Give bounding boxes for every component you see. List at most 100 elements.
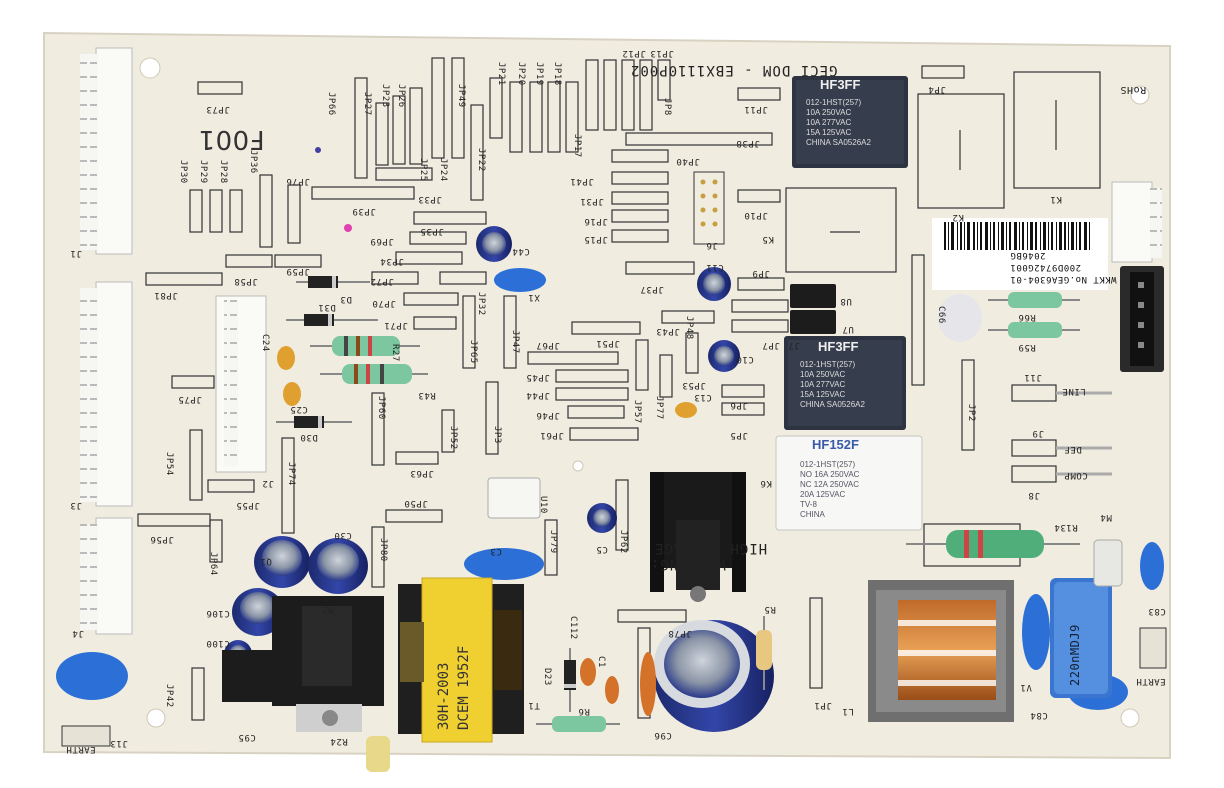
silk-jp67: JP67 (536, 340, 560, 350)
silk-jp26: JP26 (396, 84, 406, 108)
silk-jp78: JP78 (668, 628, 692, 638)
silk-m4: M4 (1100, 512, 1112, 522)
silk-jp75: JP75 (178, 394, 202, 404)
connector-j2 (215, 295, 267, 473)
silk-jp69: JP69 (370, 236, 394, 246)
silk-c100: C100 (206, 638, 230, 648)
edge-label-comp-2: COMP (1064, 470, 1088, 480)
optocouplers (790, 284, 836, 334)
silk-v1: V1 (1020, 682, 1032, 692)
silk-jp9: JP9 (752, 268, 770, 278)
silk-r27: R27 (390, 344, 400, 362)
earth-terminals (61, 627, 1167, 747)
thermistor (366, 736, 390, 772)
silk-jp29: JP29 (198, 160, 208, 184)
edge-terminals (1011, 384, 1112, 483)
silk-jp79: JP79 (548, 530, 558, 554)
silk-c1: C1 (596, 656, 606, 668)
choke-l1 (868, 580, 1014, 722)
silk-m2: M2 (322, 604, 334, 614)
silk-t1: T1 (528, 700, 540, 710)
transformer-t1 (398, 577, 524, 743)
sticker-line3: 2046BG (1010, 250, 1046, 260)
silk-jp35: JP35 (420, 226, 444, 236)
white-varistor (938, 294, 982, 342)
silk-u7: U7 (842, 324, 854, 334)
small-electrolytic-caps (224, 226, 740, 668)
silk-j11: J11 (1024, 372, 1042, 382)
barcode-sticker (932, 218, 1108, 290)
silk-jp8: JP8 (662, 98, 672, 116)
silk-j9: J9 (1032, 428, 1044, 438)
connector-right-white (1111, 181, 1162, 263)
silk-j6: J6 (706, 240, 718, 250)
silk-jp31: JP31 (580, 196, 604, 206)
silk-jp71: JP71 (384, 320, 408, 330)
silk-jp65: JP65 (468, 340, 478, 364)
connector-j3 (80, 281, 133, 507)
silk-j3: J3 (70, 500, 82, 510)
warning-label: WARNING: (650, 556, 726, 572)
silk-j2: J2 (262, 478, 274, 488)
silk-c83: C83 (1148, 606, 1166, 616)
silk-j8: J8 (1028, 490, 1040, 500)
silk-j7: J7 (788, 340, 800, 350)
medium-electrolytic-caps (232, 536, 368, 636)
silk-jp18: JP18 (552, 62, 562, 86)
silk-jp60: JP60 (376, 396, 386, 420)
rohs-mark: RoHS (1120, 84, 1147, 95)
silk-jp34: JP34 (380, 256, 404, 266)
silk-u8: U8 (840, 296, 852, 306)
relay-top (792, 76, 908, 168)
silk-jp5: JP5 (730, 430, 748, 440)
silk-d3: D3 (340, 294, 352, 304)
header-j6 (693, 171, 725, 245)
edge-label-line-0: LINE (1062, 386, 1086, 396)
silk-jp6: JP6 (730, 400, 748, 410)
fuse-m4 (1093, 539, 1123, 587)
silk-jp45: JP45 (526, 372, 550, 382)
silk-r24: R24 (330, 736, 348, 746)
edge-label-earth-3: EARTH (66, 744, 96, 754)
silk-q1: Q1 (260, 556, 272, 566)
silk-c10: C10 (736, 354, 754, 364)
silk-jp62: JP62 (618, 530, 628, 554)
board-code: GECI DOM - EBX1110P002 (630, 62, 838, 78)
silk-j1: J1 (70, 248, 82, 258)
silk-jp20: JP20 (516, 62, 526, 86)
silk-x1: X1 (528, 292, 540, 302)
silk-k2: K2 (952, 212, 964, 222)
pink-mark (344, 224, 352, 232)
relay-footprints (785, 71, 1101, 273)
silk-l1: L1 (842, 706, 854, 716)
silk-r59: R59 (1018, 342, 1036, 352)
silk-jp21: JP21 (496, 62, 506, 86)
silk-jp30: JP30 (178, 160, 188, 184)
silk-r134: R134 (1054, 522, 1078, 532)
silk-r5: R5 (764, 604, 776, 614)
silk-jp16: JP16 (584, 216, 608, 226)
silk-c96: C96 (654, 730, 672, 740)
silk-c44: C44 (512, 246, 530, 256)
relay-white (775, 435, 923, 531)
silk-jp36: JP36 (248, 150, 258, 174)
silk-c30: C30 (334, 530, 352, 540)
silk-jp39: JP39 (352, 206, 376, 216)
sticker-line2: 200D9742G001 (1010, 262, 1082, 272)
silk-j13: J13 (110, 738, 128, 748)
silk-jp2: JP2 (966, 404, 976, 422)
silk-jp51: JP51 (596, 338, 620, 348)
silk-jp48: JP48 (684, 316, 694, 340)
silk-jp49: JP49 (456, 84, 466, 108)
silk-jp28: JP28 (218, 160, 228, 184)
connector-j4 (80, 517, 133, 635)
silk-jp47: JP47 (510, 330, 520, 354)
silk-jp76: JP76 (286, 176, 310, 186)
silk-jp17: JP17 (572, 134, 582, 158)
high-voltage-label: HIGH VOLTAGE (654, 540, 768, 556)
silk-jp44: JP44 (526, 390, 550, 400)
silk-k5: K5 (762, 234, 774, 244)
silk-jp74: JP74 (286, 462, 296, 486)
silk-jp54: JP54 (164, 452, 174, 476)
